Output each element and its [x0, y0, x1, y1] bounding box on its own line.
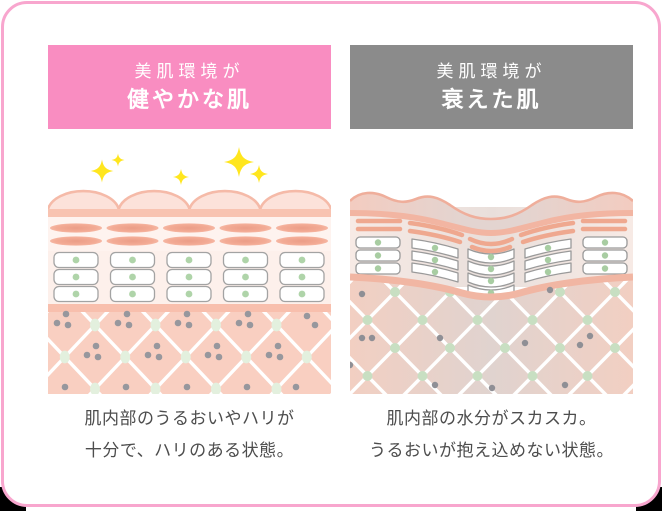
- weakened-header-line1: 美肌環境が: [436, 62, 547, 81]
- healthy-header-line2: 健やかな肌: [126, 87, 252, 112]
- healthy-caption-line1: 肌内部のうるおいやハリが: [84, 409, 295, 428]
- weakened-caption-line1: 肌内部の水分がスカスカ。: [386, 409, 597, 428]
- healthy-skin-caption: 肌内部のうるおいやハリが 十分で、ハリのある状態。: [85, 403, 295, 467]
- warped-moisture-cells-layer: [355, 236, 628, 300]
- weakened-skin-header: 美肌環境が 衰えた肌: [350, 45, 633, 129]
- columns-container: 美肌環境が 健やかな肌: [4, 4, 658, 504]
- warped-collagen-layer: [355, 218, 628, 254]
- sparkles-icon: [90, 147, 268, 185]
- healthy-skin-illustration: [48, 147, 331, 394]
- sagging-epidermis-layer: [350, 191, 633, 237]
- healthy-skin-header: 美肌環境が 健やかな肌: [48, 45, 331, 129]
- dermis-lattice-layer: [48, 310, 331, 394]
- weakened-skin-caption: 肌内部の水分がスカスカ。 うるおいが抱え込めない状態。: [369, 403, 614, 467]
- weakened-skin-column: 美肌環境が 衰えた肌: [350, 45, 633, 504]
- healthy-skin-column: 美肌環境が 健やかな肌: [48, 45, 331, 504]
- moisture-cells-layer: [48, 251, 331, 312]
- sagging-dermis-lattice-layer: [350, 273, 633, 394]
- collagen-ellipses-layer: [48, 217, 331, 251]
- moisture-dots-dense: [53, 310, 319, 391]
- epidermis-layer: [48, 189, 331, 217]
- moisture-dots-sparse: [350, 286, 594, 392]
- weakened-caption-line2: うるおいが抱え込めない状態。: [369, 441, 614, 460]
- healthy-header-line1: 美肌環境が: [134, 62, 245, 81]
- healthy-caption-line2: 十分で、ハリのある状態。: [84, 441, 295, 460]
- weakened-header-line2: 衰えた肌: [441, 87, 542, 112]
- weakened-skin-illustration: [350, 191, 633, 394]
